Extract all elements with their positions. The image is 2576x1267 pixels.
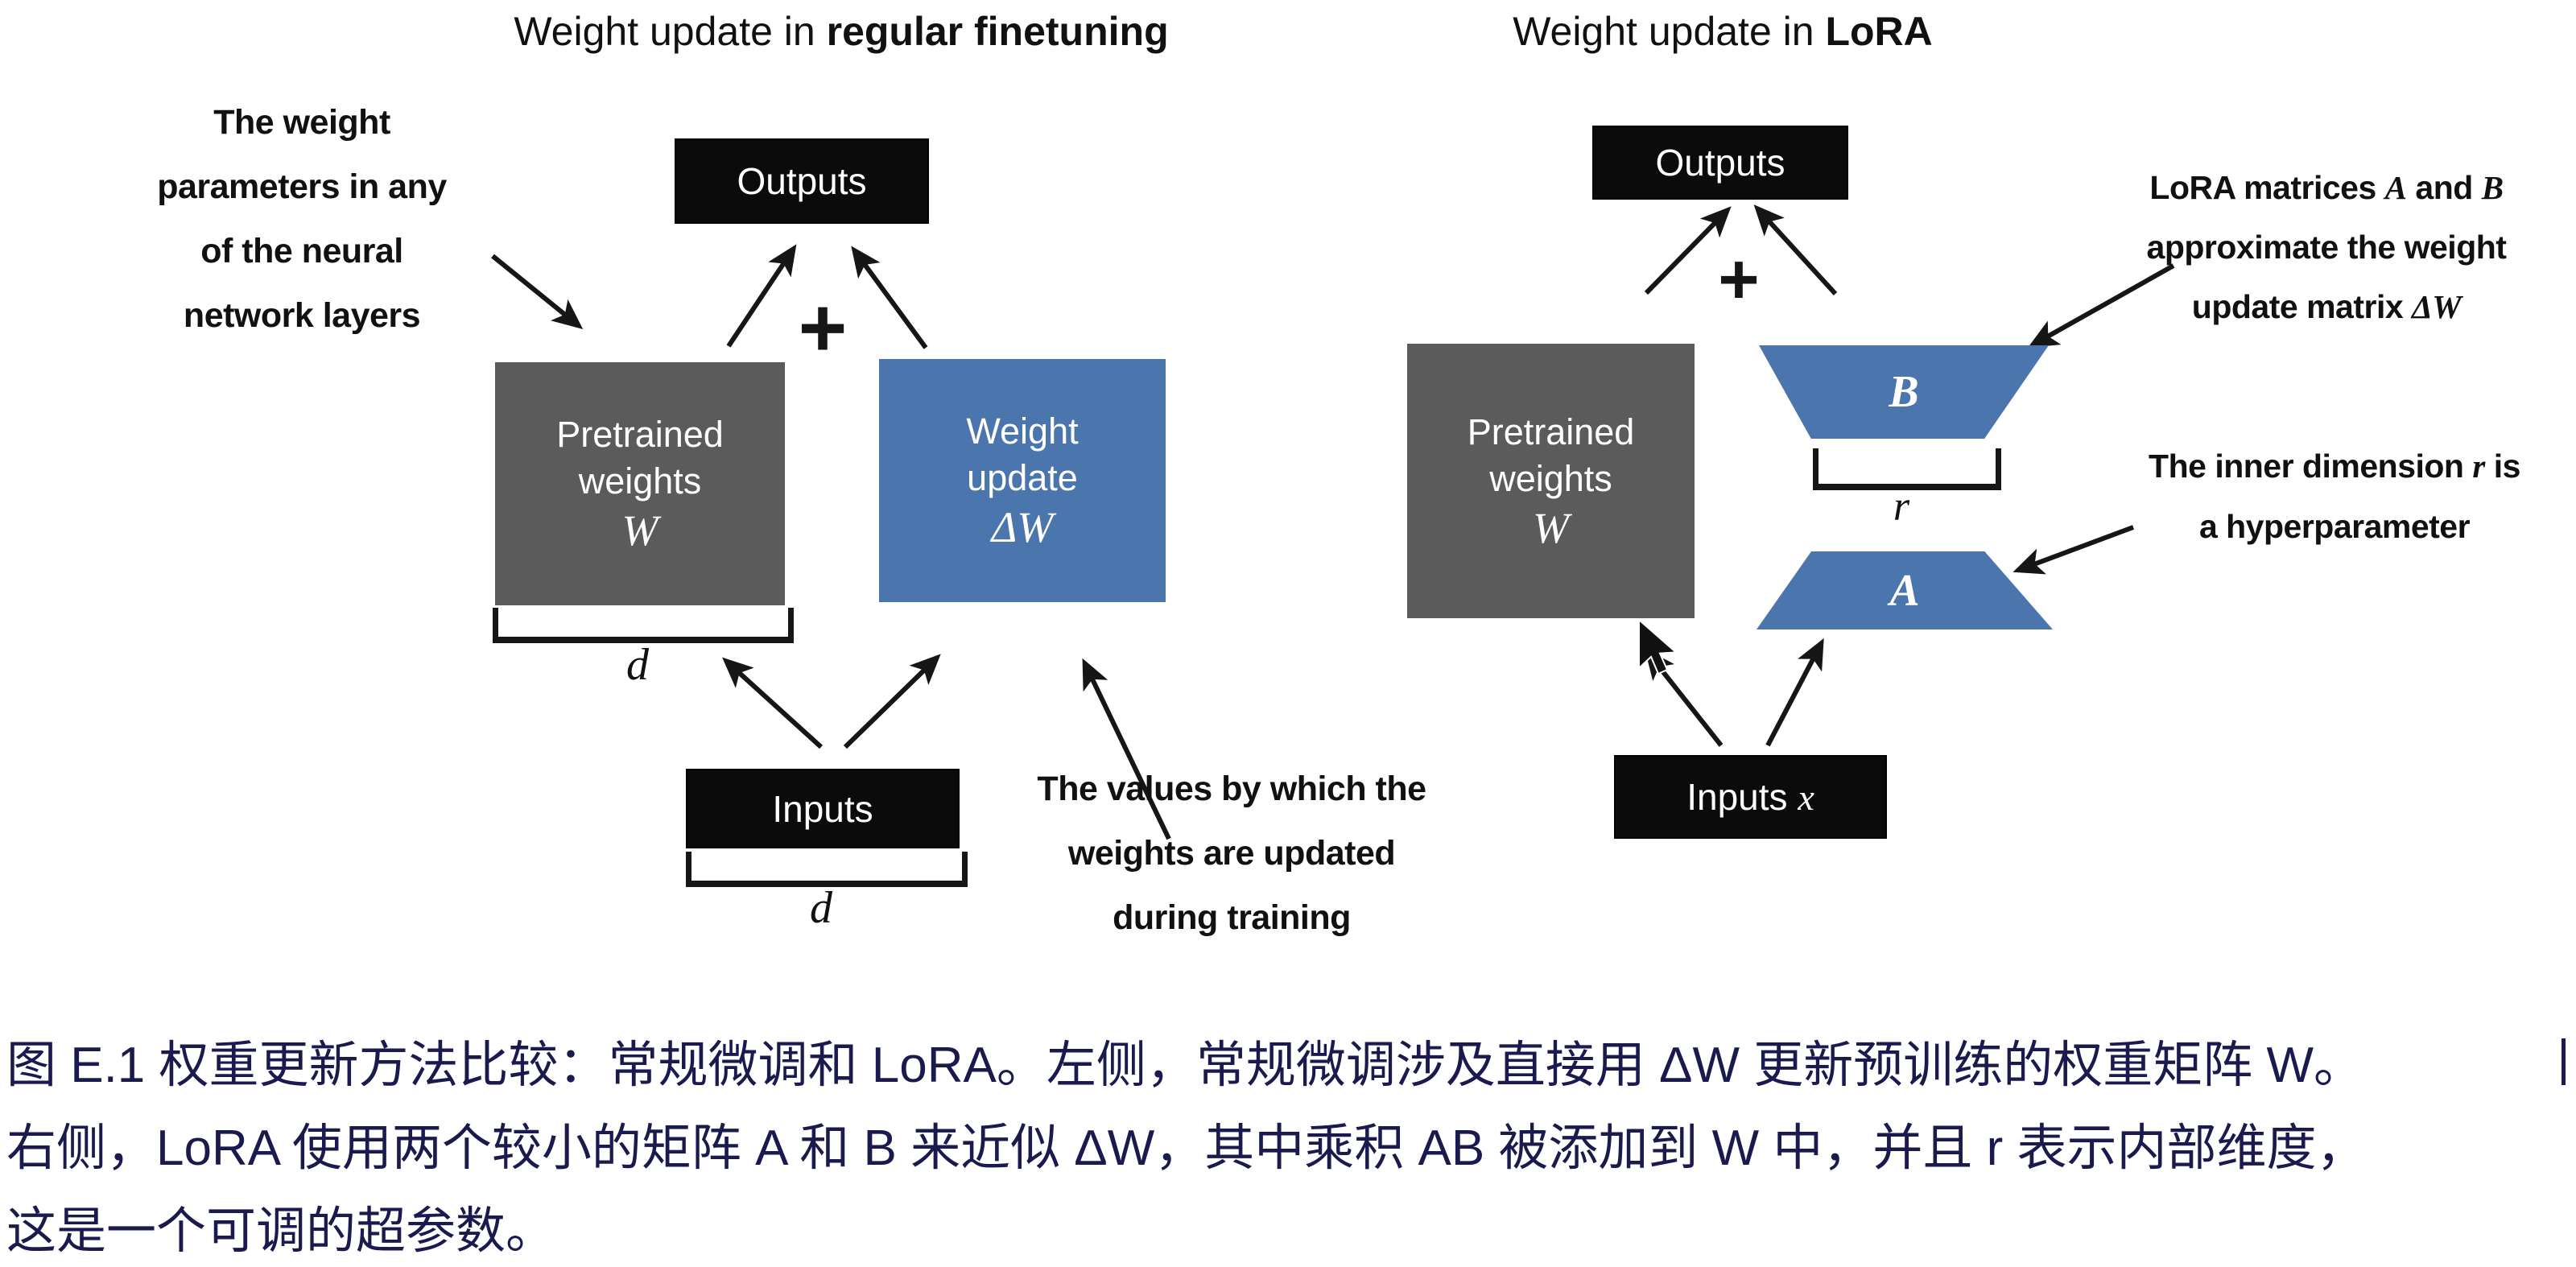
text-cursor [2562, 1038, 2566, 1085]
text-line: parameters in any [157, 167, 447, 206]
text-run: approximate the weight [2146, 229, 2507, 266]
arrow-pretrained-to-outputs-left [726, 244, 797, 348]
update-line2: update [967, 457, 1078, 498]
text-run: and [2406, 169, 2482, 206]
inputs-box-right: Inputs x [1614, 755, 1887, 839]
text-run: LoRA matrices [2149, 169, 2385, 206]
arrow-b-to-outputs-right [1753, 204, 1838, 296]
lora-matrices-annotation: LoRA matrices A and B approximate the we… [2093, 158, 2560, 336]
outputs-label-left: Outputs [737, 160, 867, 202]
text-line: The weight [213, 103, 390, 142]
right-title-prefix: Weight update in [1513, 9, 1826, 54]
text-line: 右侧，LoRA 使用两个较小的矩阵 A 和 B 来近似 ΔW，其中乘积 AB 被… [6, 1120, 2367, 1176]
outputs-box-right: Outputs [1592, 126, 1848, 200]
outputs-label-right: Outputs [1655, 142, 1785, 184]
text-line: 图 E.1 权重更新方法比较：常规微调和 LoRA。左侧，常规微调涉及直接用 Δ… [6, 1038, 2363, 1093]
inputs-label-left: Inputs [772, 787, 873, 830]
arrow-inputs-to-a-right [1765, 638, 1824, 747]
arrow-inputs-to-pretrained-left [722, 657, 824, 749]
text-line: 这是一个可调的超参数。 [6, 1203, 556, 1259]
plus-sign-left: + [798, 281, 848, 375]
text-run: a hyperparameter [2198, 508, 2471, 545]
math-symbol: r [2472, 448, 2485, 485]
lora-matrix-a: A [1757, 551, 2053, 629]
arrow-inputs-to-update-left [843, 654, 941, 749]
pretrained-weights-box-right: Pretrained weights W [1407, 344, 1695, 618]
pretrained-line2-right: weights [1489, 457, 1612, 499]
dimension-bracket-weights [493, 608, 794, 643]
update-symbol-delta-w: ΔW [991, 503, 1054, 551]
pretrained-symbol-w-right: W [1533, 503, 1569, 552]
left-panel-title: Weight update in regular finetuning [354, 8, 1328, 55]
text-run: update matrix [2191, 288, 2413, 325]
annotation-line: a hyperparameter [2101, 497, 2568, 557]
inputs-symbol-x: x [1798, 776, 1814, 818]
left-title-emphasis: regular finetuning [826, 9, 1169, 54]
text-line: during training [1113, 898, 1351, 937]
dimension-label-d-weights: d [626, 640, 649, 690]
dimension-label-d-inputs: d [810, 883, 832, 933]
right-panel-title: Weight update in LoRA [1401, 8, 2045, 55]
annotation-line: The inner dimension r is [2101, 436, 2568, 497]
pretrained-line2: weights [578, 460, 702, 501]
text-line: network layers [183, 296, 421, 335]
pretrained-line1: Pretrained [556, 414, 724, 455]
annotation-line: approximate the weight [2093, 217, 2560, 277]
weights-annotation: The weight parameters in any of the neural… [80, 90, 523, 348]
math-symbol: B [2481, 169, 2504, 206]
mouse-cursor-icon [1638, 618, 1678, 675]
dimension-bracket-inputs [686, 852, 968, 887]
inner-dimension-annotation: The inner dimension r is a hyperparamete… [2101, 436, 2568, 557]
matrix-a-label: A [1889, 565, 1920, 616]
text-line: The values by which the [1037, 770, 1426, 808]
right-title-emphasis: LoRA [1825, 9, 1933, 54]
rank-label-r: r [1893, 484, 1910, 530]
text-run: The inner dimension [2149, 448, 2473, 485]
annotation-line: LoRA matrices A and B [2093, 158, 2560, 217]
annotation-line: update matrix ΔW [2093, 277, 2560, 336]
pretrained-symbol-w: W [621, 506, 658, 555]
text-run: is [2484, 448, 2521, 485]
arrow-update-to-outputs-left [851, 246, 928, 349]
inputs-box-left: Inputs [686, 769, 960, 848]
figure-caption: 图 E.1 权重更新方法比较：常规微调和 LoRA。左侧，常规微调涉及直接用 Δ… [6, 1024, 2573, 1267]
matrix-b-label: B [1889, 367, 1919, 417]
text-line: weights are updated [1067, 834, 1396, 873]
pretrained-line1-right: Pretrained [1467, 411, 1635, 452]
arrow-pretrained-to-outputs-right [1644, 206, 1732, 295]
values-annotation: The values by which the weights are updat… [998, 757, 1465, 950]
lora-matrix-b: B [1759, 345, 2049, 439]
outputs-box-left: Outputs [675, 138, 929, 224]
weight-update-box: Weight update ΔW [879, 359, 1166, 602]
left-title-prefix: Weight update in [514, 9, 827, 54]
math-symbol: A [2384, 169, 2407, 206]
pretrained-weights-box-left: Pretrained weights W [495, 362, 785, 605]
update-line1: Weight [966, 411, 1079, 452]
inputs-label-right: Inputs [1686, 776, 1788, 818]
rank-bracket [1813, 448, 2001, 490]
text-line: of the neural [200, 232, 403, 270]
plus-sign-right: + [1718, 239, 1760, 319]
math-symbol: ΔW [2412, 288, 2462, 325]
